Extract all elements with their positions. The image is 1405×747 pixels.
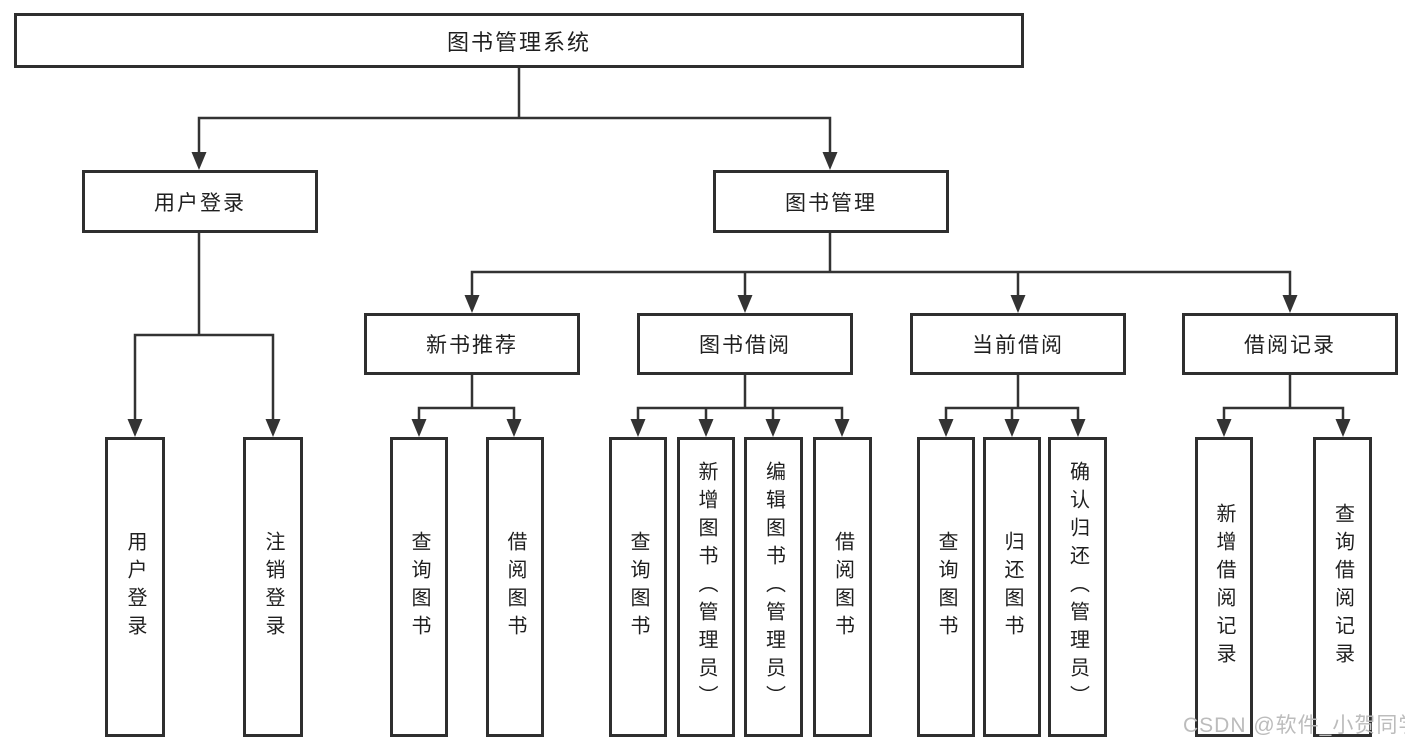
node-user-login: 用户登录 (82, 170, 318, 233)
leaf-rec-borrow-books: 借阅图书 (486, 437, 544, 737)
node-user-login-label: 用户登录 (154, 191, 246, 215)
leaf-cb-return-books: 归还图书 (983, 437, 1041, 737)
arrow-down-icon (737, 295, 753, 313)
arrow-down-icon (411, 419, 427, 437)
node-root-label: 图书管理系统 (446, 29, 591, 55)
leaf-bb-query-books: 查询图书 (609, 437, 667, 737)
leaf-cb-query-books: 查询图书 (917, 437, 975, 737)
connector-new-book-rec-branch (417, 373, 516, 423)
arrow-down-icon (191, 152, 207, 170)
arrow-down-icon (938, 419, 954, 437)
leaf-logout: 注销登录 (243, 437, 303, 737)
node-new-book-rec: 新书推荐 (364, 313, 580, 375)
leaf-cb-confirm-return-label: 确认归还（管理员） (1066, 461, 1089, 713)
csdn-watermark: CSDN @软件_小贺同学 (1183, 714, 1405, 737)
arrow-down-icon (822, 152, 838, 170)
connector-user-login-branch (133, 231, 275, 423)
connector-book-borrow-branch (636, 373, 844, 423)
connector-book-mgmt-branch (470, 231, 1292, 299)
connector-root-branch (197, 66, 832, 156)
arrow-down-icon (265, 419, 281, 437)
leaf-bb-add-books: 新增图书（管理员） (677, 437, 735, 737)
arrow-down-icon (506, 419, 522, 437)
node-new-book-rec-label: 新书推荐 (426, 334, 518, 357)
arrow-down-icon (127, 419, 143, 437)
leaf-user-login-label: 用户登录 (124, 531, 146, 643)
leaf-logout-label: 注销登录 (262, 531, 284, 643)
leaf-bb-query-books-label: 查询图书 (627, 531, 649, 643)
leaf-br-add-record: 新增借阅记录 (1195, 437, 1253, 737)
node-book-borrow: 图书借阅 (637, 313, 853, 375)
node-book-mgmt: 图书管理 (713, 170, 949, 233)
arrow-down-icon (1004, 419, 1020, 437)
arrow-down-icon (1216, 419, 1232, 437)
leaf-bb-add-books-label: 新增图书（管理员） (695, 461, 717, 713)
leaf-rec-borrow-books-label: 借阅图书 (504, 531, 526, 643)
arrowheads (127, 152, 1351, 437)
node-current-borrow-label: 当前借阅 (972, 334, 1064, 357)
leaf-bb-edit-books-label: 编辑图书（管理员） (762, 461, 785, 713)
leaf-rec-query-books: 查询图书 (390, 437, 448, 737)
node-book-mgmt-label: 图书管理 (785, 191, 877, 215)
leaf-br-query-record-label: 查询借阅记录 (1331, 503, 1354, 671)
node-borrow-records: 借阅记录 (1182, 313, 1398, 375)
arrow-down-icon (464, 295, 480, 313)
node-borrow-records-label: 借阅记录 (1244, 334, 1336, 357)
leaf-bb-borrow-books: 借阅图书 (813, 437, 872, 737)
leaf-br-query-record: 查询借阅记录 (1313, 437, 1372, 737)
leaf-cb-query-books-label: 查询图书 (935, 531, 957, 643)
arrow-down-icon (1010, 295, 1026, 313)
node-book-borrow-label: 图书借阅 (699, 334, 791, 357)
leaf-rec-query-books-label: 查询图书 (408, 531, 430, 643)
arrow-down-icon (630, 419, 646, 437)
arrow-down-icon (698, 419, 714, 437)
arrow-down-icon (1335, 419, 1351, 437)
leaf-user-login: 用户登录 (105, 437, 165, 737)
arrow-down-icon (1282, 295, 1298, 313)
connector-borrow-records-branch (1222, 373, 1345, 423)
leaf-bb-edit-books: 编辑图书（管理员） (744, 437, 803, 737)
connector-current-borrow-branch (944, 373, 1080, 423)
arrow-down-icon (1070, 419, 1086, 437)
leaf-cb-confirm-return: 确认归还（管理员） (1048, 437, 1107, 737)
leaf-br-add-record-label: 新增借阅记录 (1213, 503, 1235, 671)
node-current-borrow: 当前借阅 (910, 313, 1126, 375)
leaf-cb-return-books-label: 归还图书 (1001, 531, 1023, 643)
leaf-bb-borrow-books-label: 借阅图书 (831, 531, 854, 643)
node-root: 图书管理系统 (14, 13, 1024, 68)
arrow-down-icon (765, 419, 781, 437)
arrow-down-icon (834, 419, 850, 437)
